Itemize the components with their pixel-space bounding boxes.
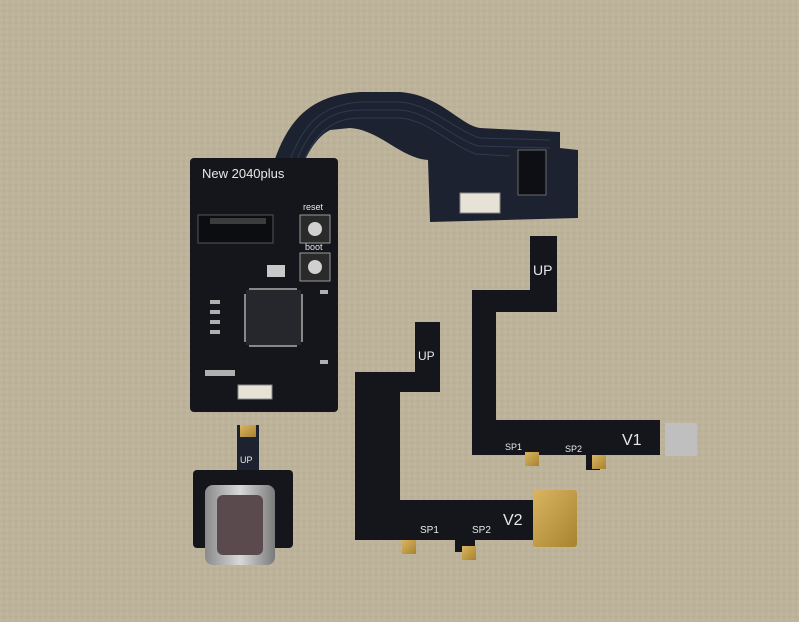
boot-label: boot (305, 242, 323, 252)
v1-sp2-label: SP2 (565, 444, 582, 454)
v1-silver-pad (665, 423, 697, 456)
v2-up-label: UP (418, 349, 435, 363)
v2-sp2-label: SP2 (472, 525, 491, 536)
flex-cable-v1: UP V1 SP1 SP2 (472, 236, 697, 470)
usb-c-flex-board: UP (193, 425, 293, 565)
v2-gold-pad (533, 490, 577, 547)
microcontroller-chip (246, 290, 301, 345)
v2-version-label: V2 (503, 512, 523, 529)
usb-flex-up-label: UP (240, 455, 253, 465)
main-pcb-board: New 2040plus reset boot (190, 158, 338, 412)
v1-sp1-label: SP1 (505, 442, 522, 452)
ribbon-flex-cable (270, 92, 578, 222)
flex-cable-v2: UP V2 SP1 SP2 (355, 322, 577, 560)
v1-version-label: V1 (622, 432, 642, 449)
v2-sp1-label: SP1 (420, 525, 439, 536)
board-title: New 2040plus (202, 166, 285, 181)
reset-label: reset (303, 202, 324, 212)
v1-up-label: UP (533, 262, 552, 278)
